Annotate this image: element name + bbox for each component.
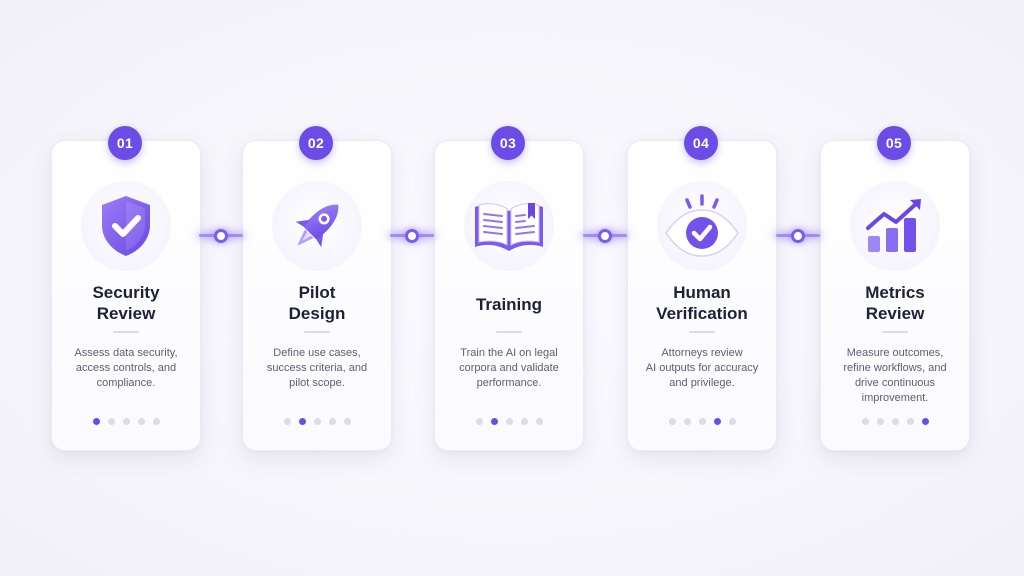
progress-dot [698,418,706,425]
step-number-badge: 03 [491,126,525,160]
step-connector [199,229,243,243]
step-number-badge: 01 [108,126,142,160]
progress-dot-active [713,418,721,425]
progress-dot [683,418,691,425]
progress-dot [505,418,513,425]
title-divider [496,331,522,333]
progress-dot-active [921,418,929,425]
title-divider [304,331,330,333]
step-connector [390,229,434,243]
progress-dot [520,418,528,425]
progress-dot [861,418,869,425]
progress-dot [668,418,676,425]
progress-dots [52,418,200,425]
progress-dots [628,418,776,425]
progress-dot [891,418,899,425]
title-divider [689,331,715,333]
growth-chart-icon [850,181,940,271]
progress-dot [313,418,321,425]
progress-dot [876,418,884,425]
step-number-badge: 04 [684,126,718,160]
title-divider [113,331,139,333]
shield-check-icon [81,181,171,271]
progress-dots [821,418,969,425]
step-connector [776,229,820,243]
progress-dot [283,418,291,425]
progress-dot [107,418,115,425]
progress-dot [906,418,914,425]
progress-dot [137,418,145,425]
progress-dot [328,418,336,425]
progress-dot [343,418,351,425]
progress-dots [243,418,391,425]
progress-dot-active [490,418,498,425]
step-title: Training [475,295,543,314]
title-divider [882,331,908,333]
step-connector [583,229,627,243]
progress-dot [535,418,543,425]
step-number-badge: 05 [877,126,911,160]
progress-dot-active [298,418,306,425]
step-number-badge: 02 [299,126,333,160]
rocket-icon [272,181,362,271]
progress-dot [152,418,160,425]
eye-check-icon [657,181,747,271]
progress-dot [728,418,736,425]
step-description: Assess data security,access controls, an… [74,347,178,389]
open-book-icon [464,181,554,271]
progress-dot [475,418,483,425]
progress-dot-active [92,418,100,425]
progress-dots [435,418,583,425]
progress-dot [122,418,130,425]
